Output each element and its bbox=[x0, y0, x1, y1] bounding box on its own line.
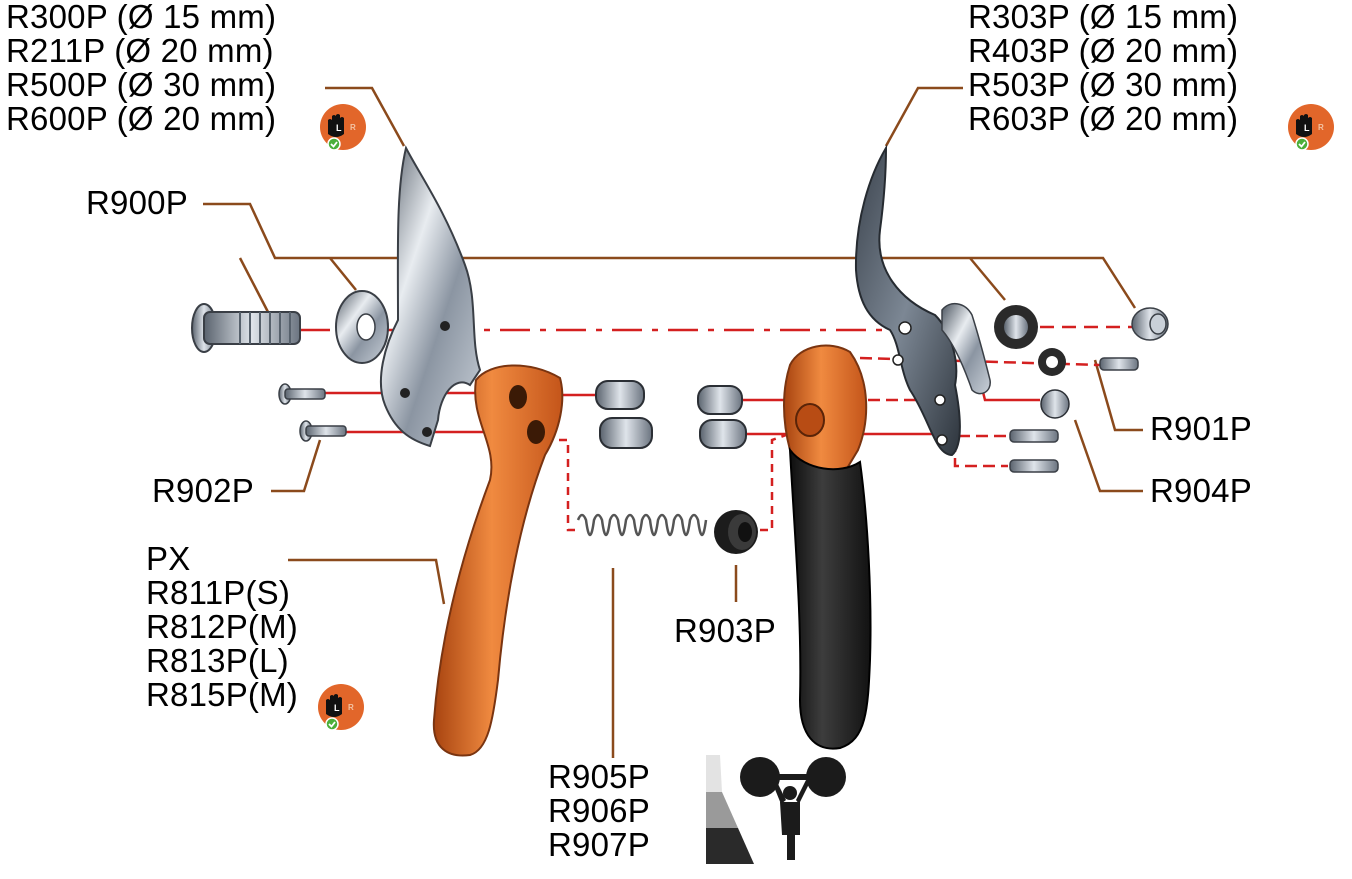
spring bbox=[576, 513, 708, 537]
pivot-bolt bbox=[191, 303, 301, 353]
badge-letter-right: R bbox=[1318, 123, 1324, 132]
badge-letter-right: R bbox=[348, 703, 354, 712]
blade-right-list: R303P (Ø 15 mm) R403P (Ø 20 mm) R503P (Ø… bbox=[968, 0, 1238, 136]
handle-4: R813P(L) bbox=[146, 642, 289, 679]
blade-right-3: R503P (Ø 30 mm) bbox=[968, 66, 1239, 103]
spring-3: R907P bbox=[548, 826, 650, 863]
bushings bbox=[595, 380, 747, 449]
spring-1: R905P bbox=[548, 758, 650, 795]
handle-2: R811P(S) bbox=[146, 574, 291, 611]
blade-left-list: R300P (Ø 15 mm) R211P (Ø 20 mm) R500P (Ø… bbox=[6, 0, 276, 136]
label-r902p: R902P bbox=[152, 472, 254, 509]
leader-lines bbox=[203, 86, 1143, 758]
buffer bbox=[714, 510, 758, 554]
leader-r902p bbox=[271, 439, 322, 493]
leader-handle bbox=[288, 558, 446, 605]
handle-3: R812P(M) bbox=[146, 608, 298, 645]
right-hand-badge-icon: L R bbox=[1288, 104, 1334, 150]
badge-letter-left: L bbox=[334, 703, 340, 713]
leader-r900p-lock bbox=[969, 257, 1006, 301]
left-handle bbox=[432, 364, 564, 757]
right-handle bbox=[783, 344, 872, 750]
left-hand-badge-icon: L R bbox=[320, 104, 366, 150]
leader-blade-right bbox=[884, 86, 963, 147]
badge-letter-left: L bbox=[336, 123, 342, 133]
leader-r900p bbox=[203, 202, 1137, 309]
blade-right-2: R403P (Ø 20 mm) bbox=[968, 32, 1239, 69]
strength-pictogram-icon bbox=[706, 755, 846, 864]
blade-left-1: R300P (Ø 15 mm) bbox=[6, 0, 277, 35]
right-blade bbox=[854, 144, 961, 457]
spring-list: R905P R906P R907P bbox=[548, 760, 650, 862]
badge-letter-right: R bbox=[350, 123, 356, 132]
handle-5: R815P(M) bbox=[146, 676, 298, 713]
label-r900p: R900P bbox=[86, 184, 188, 221]
leader-r901p bbox=[1093, 359, 1143, 432]
blade-right-1: R303P (Ø 15 mm) bbox=[968, 0, 1239, 35]
leader-r900p-bolt bbox=[238, 257, 270, 313]
handle-1: PX bbox=[146, 540, 191, 577]
handle-list: PX R811P(S) R812P(M) R813P(L) R815P(M) bbox=[146, 542, 298, 712]
blade-left-2: R211P (Ø 20 mm) bbox=[6, 32, 274, 69]
blade-left-4: R600P (Ø 20 mm) bbox=[6, 100, 277, 137]
leader-r904p bbox=[1073, 419, 1143, 493]
label-r903p: R903P bbox=[674, 612, 776, 649]
leader-blade-left bbox=[325, 86, 406, 147]
spring-2: R906P bbox=[548, 792, 650, 829]
left-blade bbox=[379, 145, 482, 448]
label-r904p: R904P bbox=[1150, 472, 1252, 509]
screws-left bbox=[278, 383, 347, 442]
washer bbox=[335, 290, 389, 364]
blade-left-3: R500P (Ø 30 mm) bbox=[6, 66, 277, 103]
leader-r900p-washer bbox=[329, 257, 357, 291]
blade-right-4: R603P (Ø 20 mm) bbox=[968, 100, 1239, 137]
right-hardware bbox=[941, 303, 1169, 473]
handle-hand-badge-icon: L R bbox=[318, 684, 364, 730]
badge-letter-left: L bbox=[1304, 123, 1310, 133]
label-r901p: R901P bbox=[1150, 410, 1252, 447]
